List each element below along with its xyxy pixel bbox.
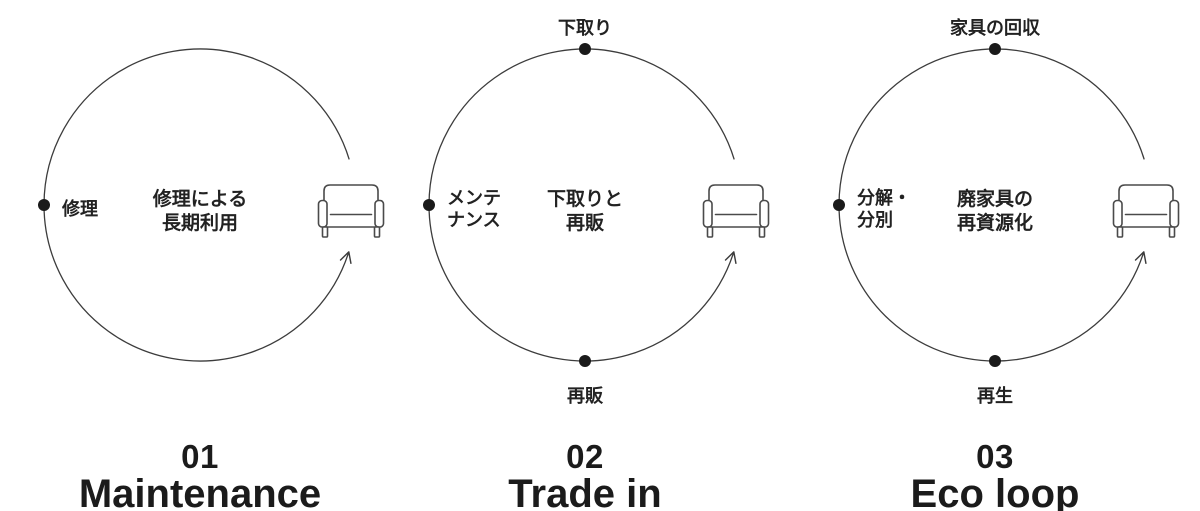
step-title: Maintenance: [78, 472, 322, 511]
node-dot-left: [423, 199, 435, 211]
cycle-step-maintenance: 修理 修理による 長期利用 01 Maintenance: [0, 0, 400, 511]
node-dot-bottom: [989, 355, 1001, 367]
node-label-bottom: 再販: [567, 386, 604, 406]
node-label-left-line2: 分別: [857, 210, 893, 230]
center-caption-line2: 長期利用: [162, 212, 238, 234]
center-caption-line1: 廃家具の: [957, 187, 1033, 210]
node-label-top: 家具の回収: [950, 17, 1041, 38]
step-number: 03: [976, 438, 1014, 475]
node-dot-left: [833, 199, 845, 211]
node-label-bottom: 再生: [977, 385, 1013, 406]
center-caption-line2: 再資源化: [957, 211, 1033, 234]
node-label-left: 修理: [61, 198, 98, 219]
step-title: Trade in: [508, 472, 662, 511]
center-caption-line2: 再販: [566, 212, 605, 234]
cycle-step-trade-in: 下取り メンテ ナンス 再販 下取りと 再販 02 Trade in: [385, 0, 785, 511]
node-dot-left: [38, 199, 50, 211]
cycle-graphic-1: 修理 修理による 長期利用: [38, 48, 385, 362]
node-dot-bottom: [579, 355, 591, 367]
step-title: Eco loop: [910, 472, 1080, 511]
step-number: 02: [566, 438, 604, 475]
center-caption-line1: 修理による: [152, 187, 247, 210]
armchair-icon: [702, 184, 770, 238]
cycle-graphic-2: 下取り メンテ ナンス 再販 下取りと 再販: [423, 18, 770, 406]
cycle-graphic-3: 家具の回収 分解・ 分別 再生 廃家具の 再資源化: [833, 17, 1180, 406]
armchair-icon: [1112, 184, 1180, 238]
step-number: 01: [181, 438, 219, 475]
node-label-left-line2: ナンス: [447, 210, 501, 230]
cycle-step-eco-loop: 家具の回収 分解・ 分別 再生 廃家具の 再資源化 03 Eco loop: [795, 0, 1195, 511]
armchair-icon: [317, 184, 385, 238]
center-caption-line1: 下取りと: [547, 188, 623, 210]
node-label-left-line1: 分解・: [857, 187, 911, 208]
node-label-left-line1: メンテ: [447, 188, 501, 208]
node-dot-top: [989, 43, 1001, 55]
node-dot-top: [579, 43, 591, 55]
node-label-top: 下取り: [558, 18, 612, 38]
